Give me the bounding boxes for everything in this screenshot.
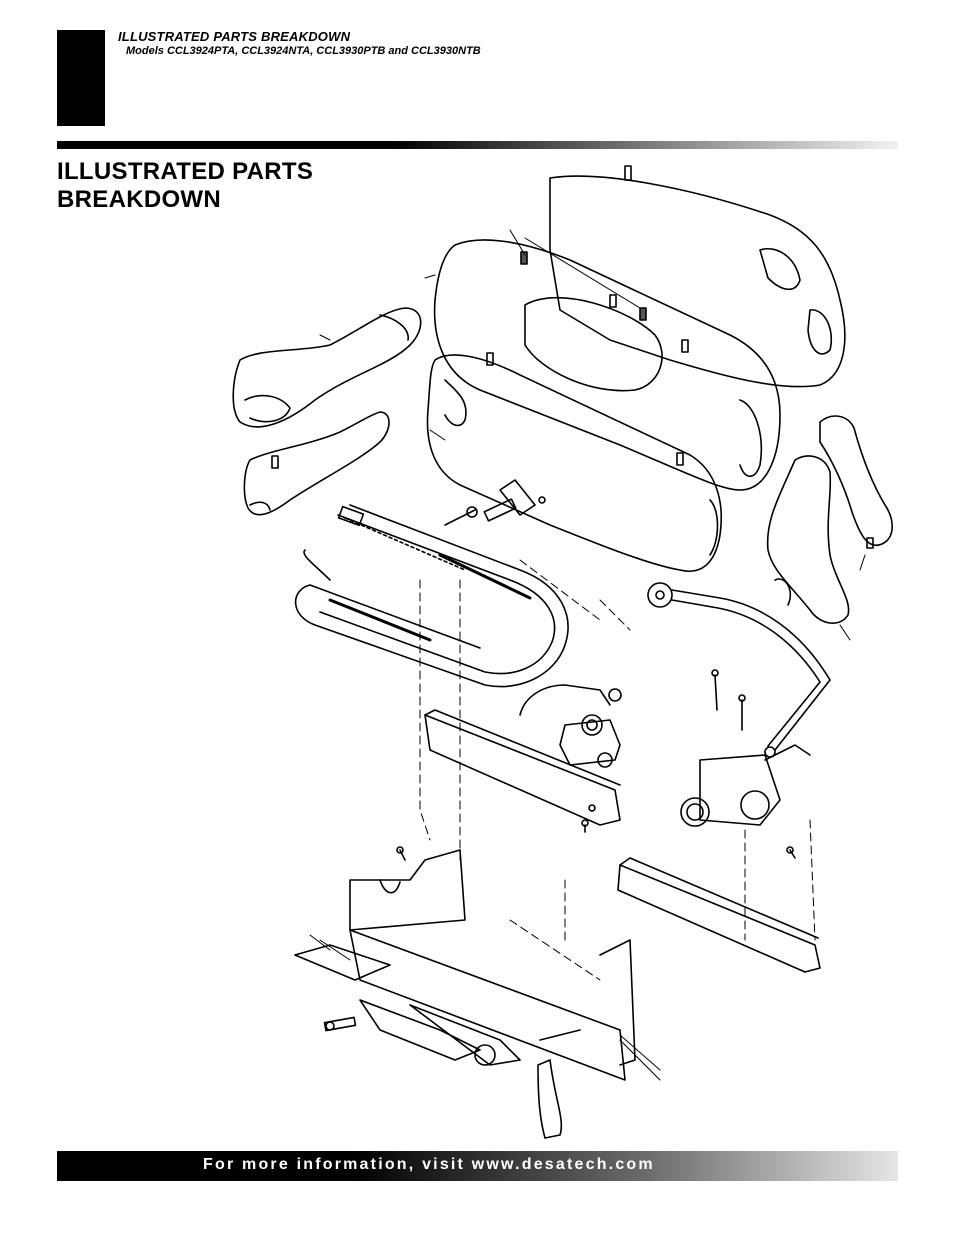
page-title-line-1: ILLUSTRATED PARTS <box>57 158 314 185</box>
section-header-title: ILLUSTRATED PARTS BREAKDOWN <box>118 29 351 44</box>
header-rule-bar <box>57 141 898 149</box>
right-logs <box>766 415 893 624</box>
footer-info-link[interactable]: For more information, visit www.desatech… <box>203 1156 655 1173</box>
leader-lines <box>309 229 866 1081</box>
gas-supply-line <box>647 582 831 758</box>
footer-bar <box>57 1151 898 1181</box>
pilot-assembly <box>444 479 546 526</box>
rear-log <box>549 165 846 388</box>
exploded-parts-diagram <box>220 160 920 1150</box>
assembly-guide-lines <box>419 559 816 981</box>
left-lower-log <box>243 411 390 516</box>
burner-tube <box>294 504 569 688</box>
valve-bracket <box>424 709 621 826</box>
gas-regulator <box>519 684 622 768</box>
page-title: ILLUSTRATED PARTS BREAKDOWN <box>57 158 313 214</box>
models-subtitle: Models CCL3924PTA, CCL3924NTA, CCL3930PT… <box>126 45 481 57</box>
ignitor-electrode <box>323 1016 357 1032</box>
left-upper-log <box>232 307 422 428</box>
control-valve <box>680 744 811 827</box>
log-grate-base <box>294 849 636 1139</box>
section-tab-block <box>57 30 105 126</box>
middle-log <box>433 239 781 491</box>
right-bracket <box>617 857 821 973</box>
page-title-line-2: BREAKDOWN <box>57 186 222 213</box>
screws <box>396 669 796 861</box>
front-log <box>426 352 722 572</box>
